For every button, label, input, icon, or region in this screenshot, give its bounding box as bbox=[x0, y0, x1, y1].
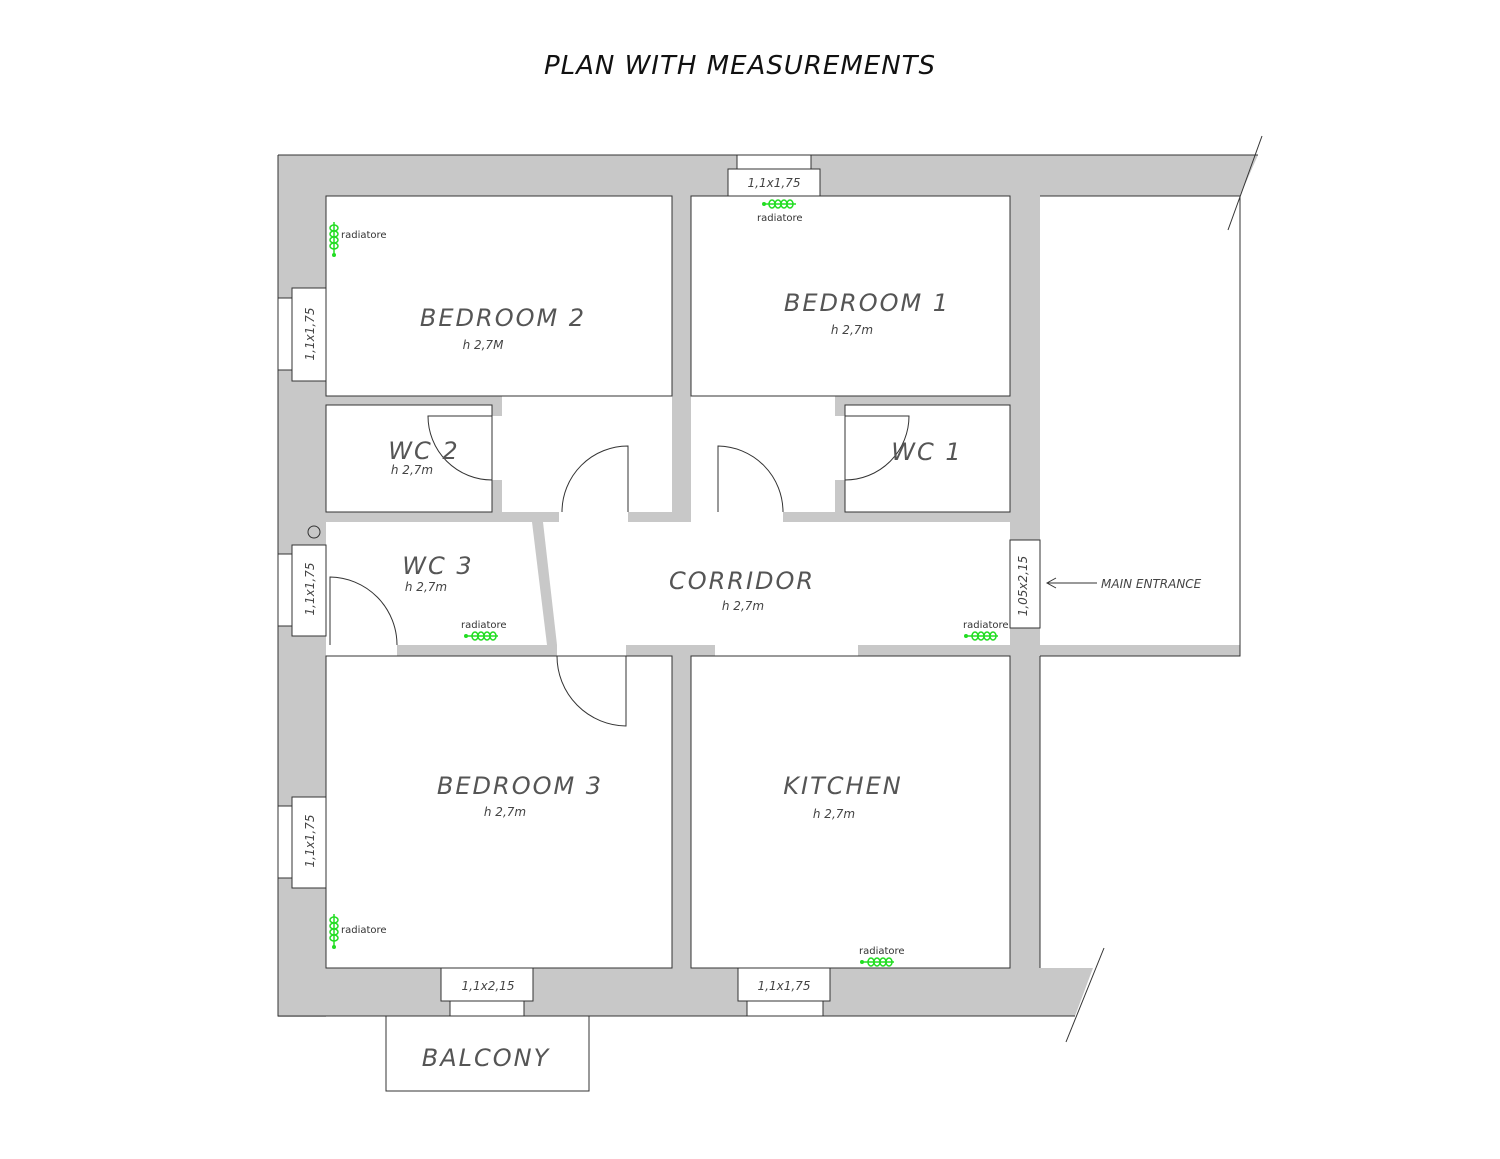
window-left-upper-label: 1,1x1,75 bbox=[303, 308, 317, 361]
window-left-middle-label: 1,1x1,75 bbox=[303, 563, 317, 616]
corridor-height: h 2,7m bbox=[722, 599, 764, 613]
entrance-door-label: 1,05x2,15 bbox=[1016, 556, 1030, 617]
doors bbox=[329, 415, 910, 727]
radiator-corridor-label: radiatore bbox=[963, 620, 1009, 631]
radiator-corridor: radiatore bbox=[963, 620, 1009, 641]
wc3-height: h 2,7m bbox=[405, 580, 447, 594]
wc1-name: WC 1 bbox=[891, 438, 962, 466]
radiator-wc3: radiatore bbox=[461, 620, 507, 641]
kitchen-height: h 2,7m bbox=[813, 807, 855, 821]
window-top-label: 1,1x1,75 bbox=[748, 176, 801, 190]
radiator-bedroom3-label: radiatore bbox=[341, 925, 387, 936]
radiator-bedroom2: radiatore bbox=[329, 222, 387, 257]
bedroom1-name: BEDROOM 1 bbox=[784, 289, 950, 317]
balcony-outline bbox=[385, 1015, 590, 1092]
radiator-wc3-label: radiatore bbox=[461, 620, 507, 631]
room-labels: BEDROOM 2 h 2,7M BEDROOM 1 h 2,7m WC 2 h… bbox=[388, 289, 962, 821]
window-left-lower-label: 1,1x1,75 bbox=[303, 815, 317, 868]
main-entrance-label: MAIN ENTRANCE bbox=[1101, 577, 1202, 591]
bedroom3-name: BEDROOM 3 bbox=[437, 772, 603, 800]
radiator-bedroom3: radiatore bbox=[329, 914, 387, 949]
wc2-height: h 2,7m bbox=[391, 463, 433, 477]
windows: 1,1x1,75 1,1x1,75 1,1x1,75 1,1x1,75 1,1x… bbox=[277, 154, 1041, 1017]
plan-title: PLAN WITH MEASUREMENTS bbox=[544, 51, 936, 81]
main-entrance-indicator: MAIN ENTRANCE bbox=[1045, 577, 1202, 591]
radiator-kitchen-label: radiatore bbox=[859, 946, 905, 957]
radiator-bedroom1-label: radiatore bbox=[757, 213, 803, 224]
bedroom2-name: BEDROOM 2 bbox=[420, 304, 586, 332]
wc2-name: WC 2 bbox=[388, 437, 459, 465]
corridor-name: CORRIDOR bbox=[669, 567, 815, 595]
window-bottom-left-label: 1,1x2,15 bbox=[462, 979, 515, 993]
window-bottom-right-label: 1,1x1,75 bbox=[758, 979, 811, 993]
radiator-kitchen: radiatore bbox=[859, 946, 905, 967]
column-marker bbox=[307, 525, 321, 539]
bedroom2-height: h 2,7M bbox=[463, 338, 505, 352]
wc3-name: WC 3 bbox=[402, 552, 473, 580]
radiator-bedroom2-label: radiatore bbox=[341, 230, 387, 241]
radiators: radiatore radiatore radiatore bbox=[329, 199, 1009, 967]
bedroom1-height: h 2,7m bbox=[831, 323, 873, 337]
bedroom3-height: h 2,7m bbox=[484, 805, 526, 819]
radiator-bedroom1: radiatore bbox=[757, 199, 803, 224]
balcony-label: BALCONY bbox=[422, 1044, 551, 1072]
kitchen-name: KITCHEN bbox=[783, 772, 902, 800]
